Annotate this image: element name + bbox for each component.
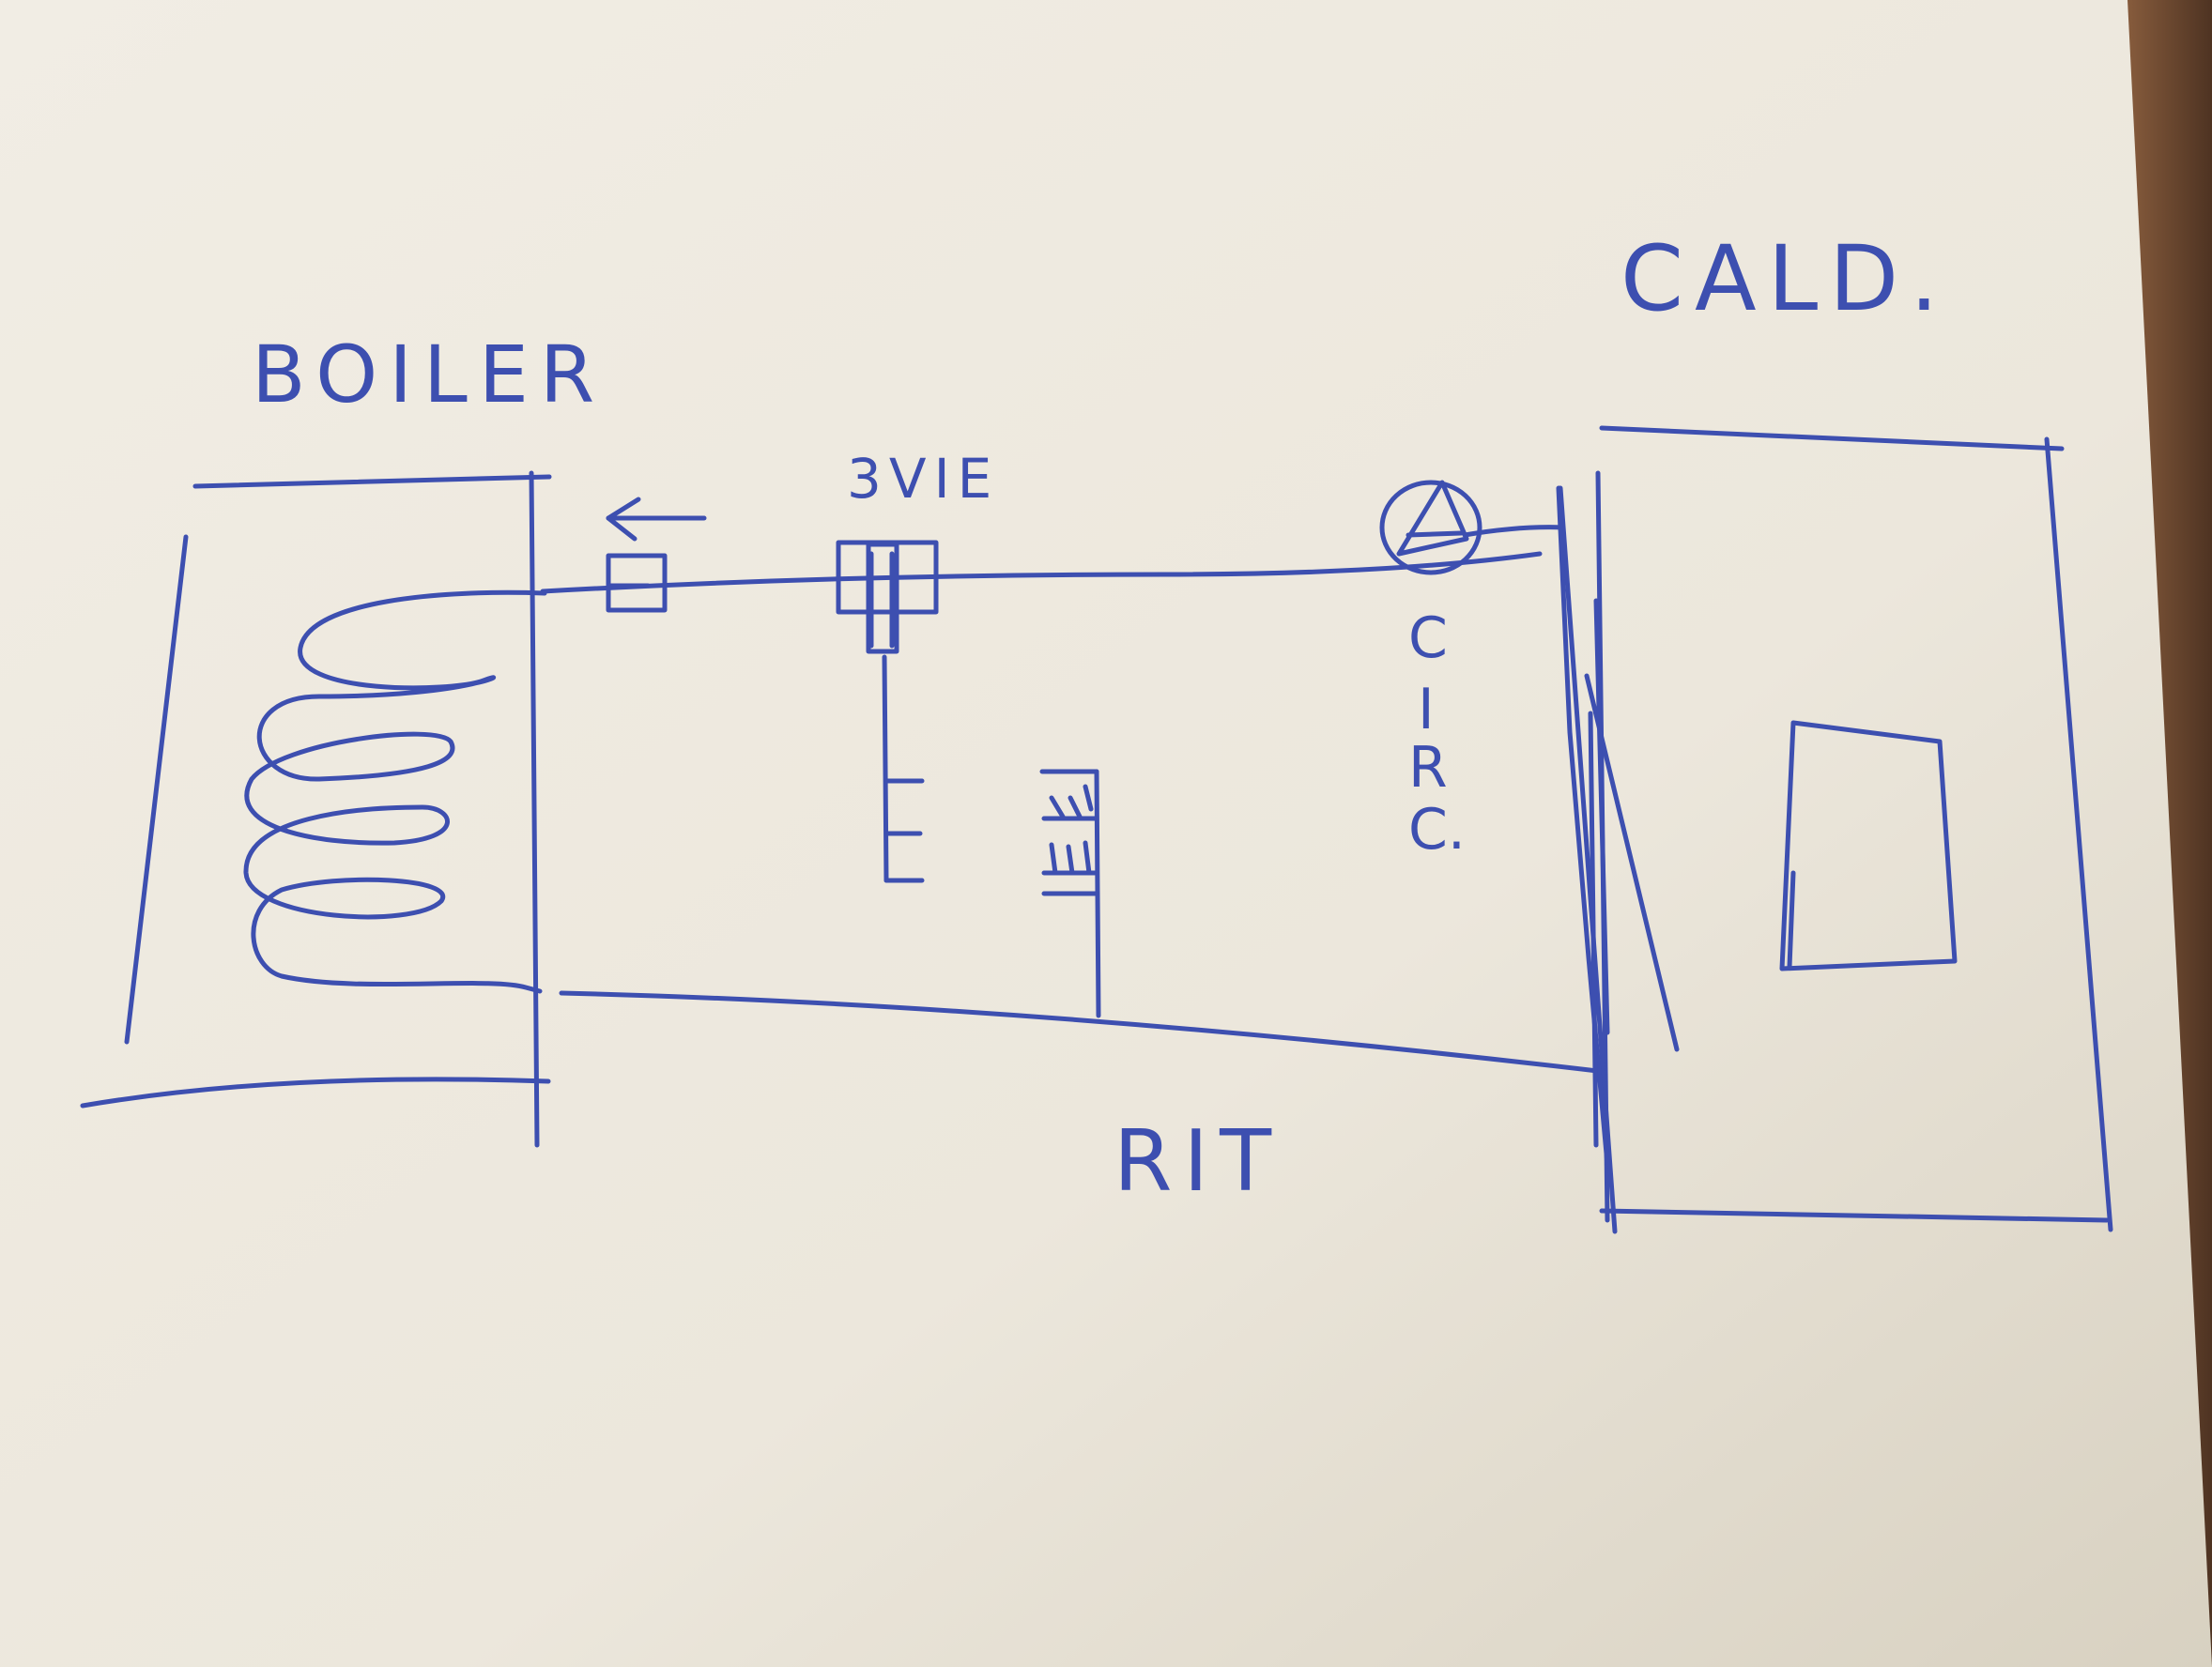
return-pipe bbox=[559, 990, 1608, 1075]
flow-arrow-icon bbox=[606, 497, 707, 542]
label-circ: C I R C. bbox=[1408, 605, 1466, 863]
boiler-tank bbox=[80, 470, 552, 1148]
label-valve: 3VIE bbox=[847, 447, 999, 511]
check-valve bbox=[606, 553, 668, 613]
label-circ-i: I bbox=[1418, 677, 1435, 742]
radiator-right bbox=[1039, 769, 1101, 1018]
label-circ-c1: C bbox=[1408, 605, 1448, 671]
label-circ-r: R bbox=[1408, 735, 1448, 801]
heater-display-panel bbox=[1779, 720, 1958, 971]
circulator-pump-icon bbox=[1379, 480, 1482, 575]
flow-pipe bbox=[540, 551, 1543, 594]
label-return: RIT bbox=[1114, 1112, 1283, 1211]
radiator-left bbox=[882, 654, 925, 883]
boiler-coil bbox=[243, 589, 547, 994]
flow-pipe-right bbox=[1462, 525, 1566, 538]
heater-cabinet bbox=[1556, 425, 2113, 1234]
label-circ-c2: C. bbox=[1408, 797, 1466, 863]
label-cald: CALD. bbox=[1621, 226, 1950, 331]
label-boiler: BOILER bbox=[252, 329, 606, 421]
three-way-valve bbox=[836, 540, 939, 654]
